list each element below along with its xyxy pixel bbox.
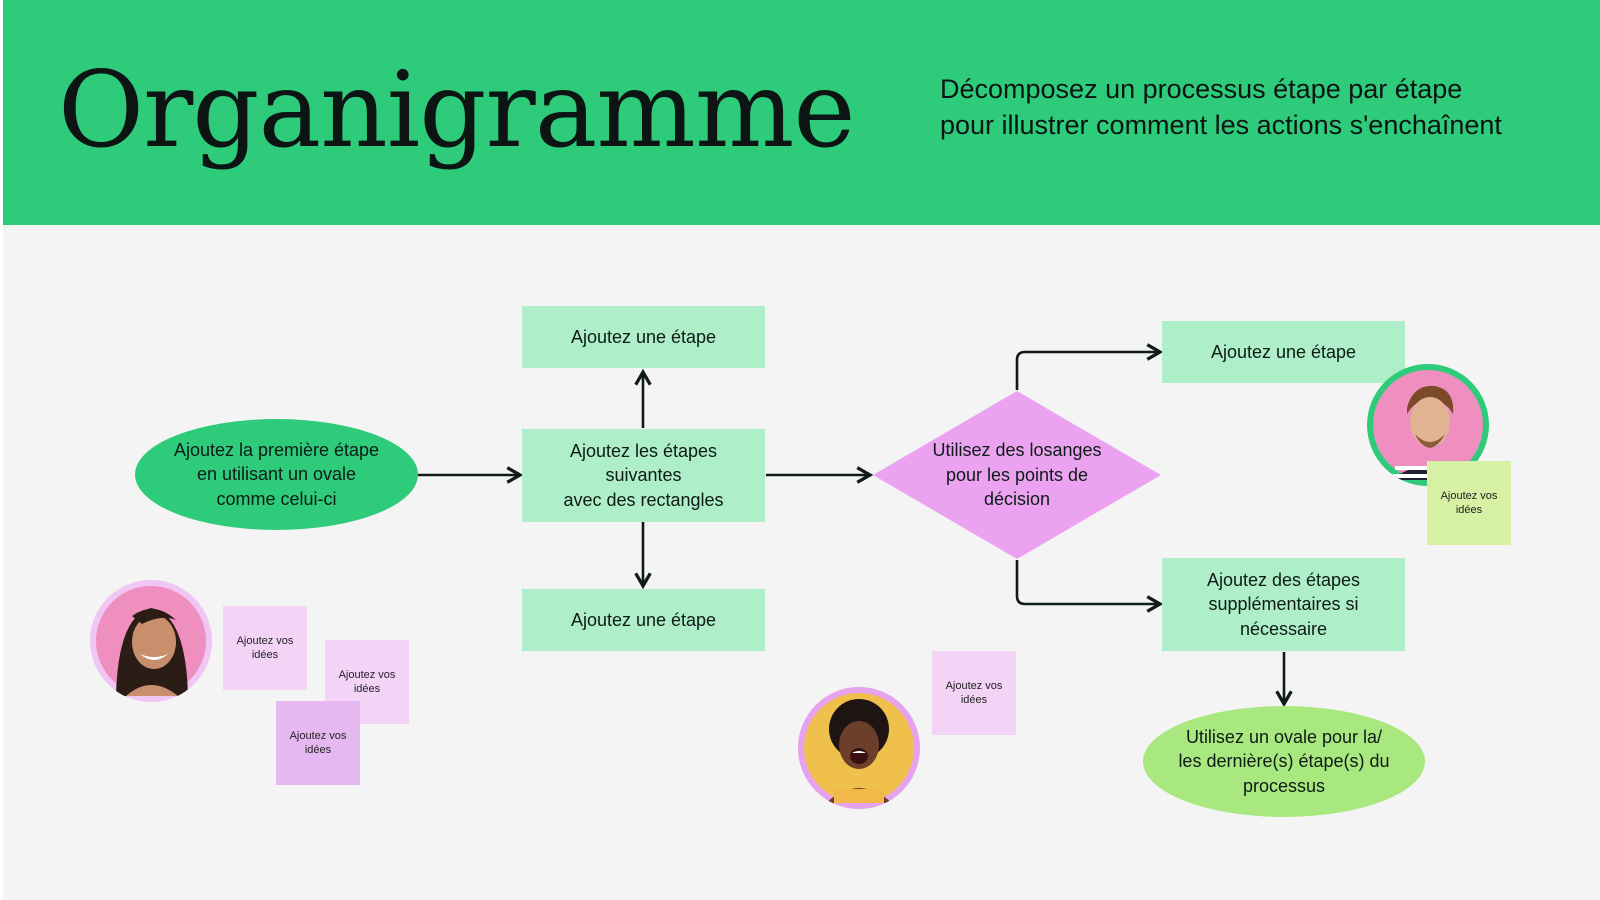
- start-oval[interactable]: Ajoutez la première étape en utilisant u…: [135, 419, 418, 530]
- avatar-woman-pink: [90, 580, 212, 702]
- step-rectangle-middle[interactable]: Ajoutez les étapes suivantes avec des re…: [522, 429, 765, 522]
- sticky-text: Ajoutez vos: [945, 680, 1003, 692]
- step-rectangle-right-bottom[interactable]: Ajoutez des étapes supplémentaires si né…: [1162, 558, 1405, 651]
- end-oval-text: les dernière(s) étape(s) du: [1178, 751, 1390, 772]
- header-banner: Organigramme Décomposez un processus éta…: [3, 0, 1600, 225]
- step-rectangle-top[interactable]: Ajoutez une étape: [522, 306, 765, 368]
- step-text: avec des rectangles: [563, 489, 724, 510]
- decision-diamond[interactable]: [873, 391, 1161, 559]
- start-oval-text: comme celui-ci: [216, 488, 337, 509]
- avatar-portrait-icon: [804, 693, 914, 803]
- step-text: Ajoutez une étape: [570, 326, 717, 347]
- step-rectangle-bottom[interactable]: Ajoutez une étape: [522, 589, 765, 651]
- sticky-note[interactable]: Ajoutez vos idées: [1427, 461, 1511, 545]
- sticky-text: idées: [353, 683, 381, 695]
- decision-text-line: pour les points de: [945, 464, 1089, 485]
- start-oval-text: Ajoutez la première étape: [173, 439, 380, 460]
- step-text: suivantes: [605, 465, 682, 486]
- sticky-note[interactable]: Ajoutez vos idées: [223, 606, 307, 690]
- sticky-text: Ajoutez vos: [338, 669, 396, 681]
- decision-text: Utilisez des losanges pour les points de…: [873, 438, 1161, 512]
- page-title: Organigramme: [58, 49, 856, 171]
- sticky-text: Ajoutez vos: [1440, 490, 1498, 502]
- end-oval[interactable]: Utilisez un ovale pour la/ les dernière(…: [1143, 706, 1425, 817]
- subtitle-line: pour illustrer comment les actions s'enc…: [940, 110, 1502, 140]
- sticky-text: idées: [304, 744, 332, 756]
- step-text: nécessaire: [1239, 618, 1328, 639]
- step-text: supplémentaires si: [1208, 594, 1359, 615]
- sticky-text: idées: [1455, 504, 1483, 516]
- step-text: Ajoutez une étape: [570, 609, 717, 630]
- sticky-note[interactable]: Ajoutez vos idées: [276, 701, 360, 785]
- decision-text-line: Utilisez des losanges: [932, 440, 1102, 460]
- end-oval-text: Utilisez un ovale pour la/: [1185, 726, 1383, 747]
- step-text: Ajoutez des étapes: [1206, 569, 1361, 590]
- page-subtitle: Décomposez un processus étape par étape …: [940, 71, 1580, 143]
- start-oval-text: en utilisant un ovale: [196, 464, 357, 485]
- sticky-text: idées: [960, 694, 988, 706]
- sticky-note[interactable]: Ajoutez vos idées: [932, 651, 1016, 735]
- step-rectangle-right-top[interactable]: Ajoutez une étape: [1162, 321, 1405, 383]
- step-text: Ajoutez une étape: [1210, 341, 1357, 362]
- step-text: Ajoutez les étapes: [569, 440, 718, 461]
- arrow-decision-to-right-top: [1015, 343, 1164, 390]
- sticky-text: idées: [251, 649, 279, 661]
- sticky-text: Ajoutez vos: [289, 730, 347, 742]
- end-oval-text: processus: [1242, 775, 1326, 796]
- decision-text-line: décision: [983, 489, 1051, 509]
- avatar-woman-yellow: [798, 687, 920, 809]
- arrow-decision-to-right-bottom: [1015, 560, 1164, 613]
- subtitle-line: Décomposez un processus étape par étape: [940, 74, 1463, 104]
- avatar-portrait-icon: [96, 586, 206, 696]
- sticky-text: Ajoutez vos: [236, 635, 294, 647]
